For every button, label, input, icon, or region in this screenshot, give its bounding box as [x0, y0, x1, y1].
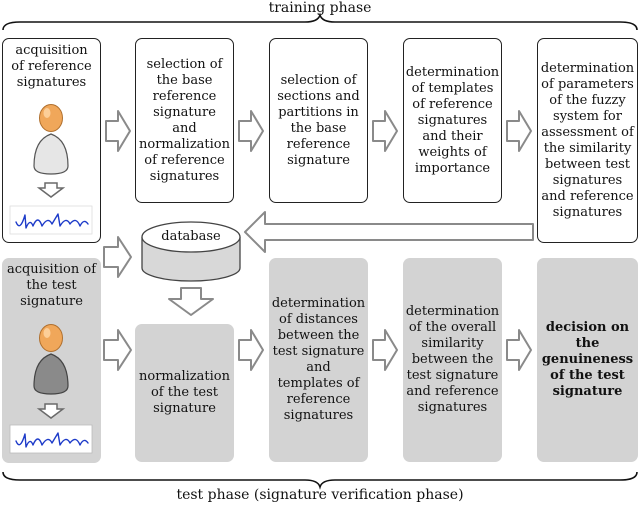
signature-image: [9, 424, 93, 454]
hollow-arrow-icon: [105, 110, 131, 152]
box-distances-label: determination of distances between the t…: [271, 296, 366, 423]
training-brace: [2, 12, 638, 31]
box-normalization-test: normalization of the test signature: [135, 324, 234, 462]
database-label: database: [161, 229, 221, 244]
person-icon: [33, 324, 69, 395]
hollow-arrow-icon: [103, 329, 132, 371]
box-decision-label: decision on the genuineness of the test …: [541, 320, 634, 399]
box-normalization-reference-label: selection of the base reference signatur…: [139, 56, 231, 184]
training-acquisition-label: acquisition of reference signatures: [11, 43, 92, 90]
box-normalization-reference: selection of the base reference signatur…: [135, 38, 234, 203]
box-fuzzy-parameters-label: determination of parameters of the fuzzy…: [540, 60, 635, 220]
down-arrow-icon: [36, 403, 66, 419]
hollow-arrow-icon: [506, 329, 532, 371]
hollow-arrow-icon: [103, 236, 132, 278]
box-normalization-test-label: normalization of the test signature: [139, 369, 230, 416]
test-acquisition-label: acquisition of the test signature: [6, 262, 97, 309]
box-templates-label: determination of templates of reference …: [405, 64, 500, 176]
hollow-arrow-icon: [168, 287, 214, 316]
box-distances: determination of distances between the t…: [269, 258, 368, 462]
box-templates: determination of templates of reference …: [403, 38, 502, 203]
hollow-arrow-icon: [506, 110, 532, 152]
hollow-arrow-icon: [372, 110, 398, 152]
box-decision: decision on the genuineness of the test …: [537, 258, 638, 462]
test-brace: [2, 471, 638, 490]
database-cylinder-icon: [141, 221, 241, 282]
box-selection-sections-label: selection of sections and partitions in …: [277, 72, 360, 168]
person-icon: [33, 104, 69, 175]
box-overall-similarity-label: determination of the overall similarity …: [405, 304, 500, 415]
hollow-arrow-icon: [244, 211, 534, 253]
down-arrow-icon: [36, 182, 66, 198]
box-overall-similarity: determination of the overall similarity …: [403, 258, 502, 462]
test-phase-label: test phase (signature verification phase…: [176, 487, 464, 503]
box-selection-sections: selection of sections and partitions in …: [269, 38, 368, 203]
signature-image: [9, 205, 93, 235]
training-phase-label: training phase: [268, 0, 372, 16]
box-fuzzy-parameters: determination of parameters of the fuzzy…: [537, 38, 638, 243]
hollow-arrow-icon: [238, 329, 264, 371]
hollow-arrow-icon: [238, 110, 264, 152]
hollow-arrow-icon: [372, 329, 398, 371]
